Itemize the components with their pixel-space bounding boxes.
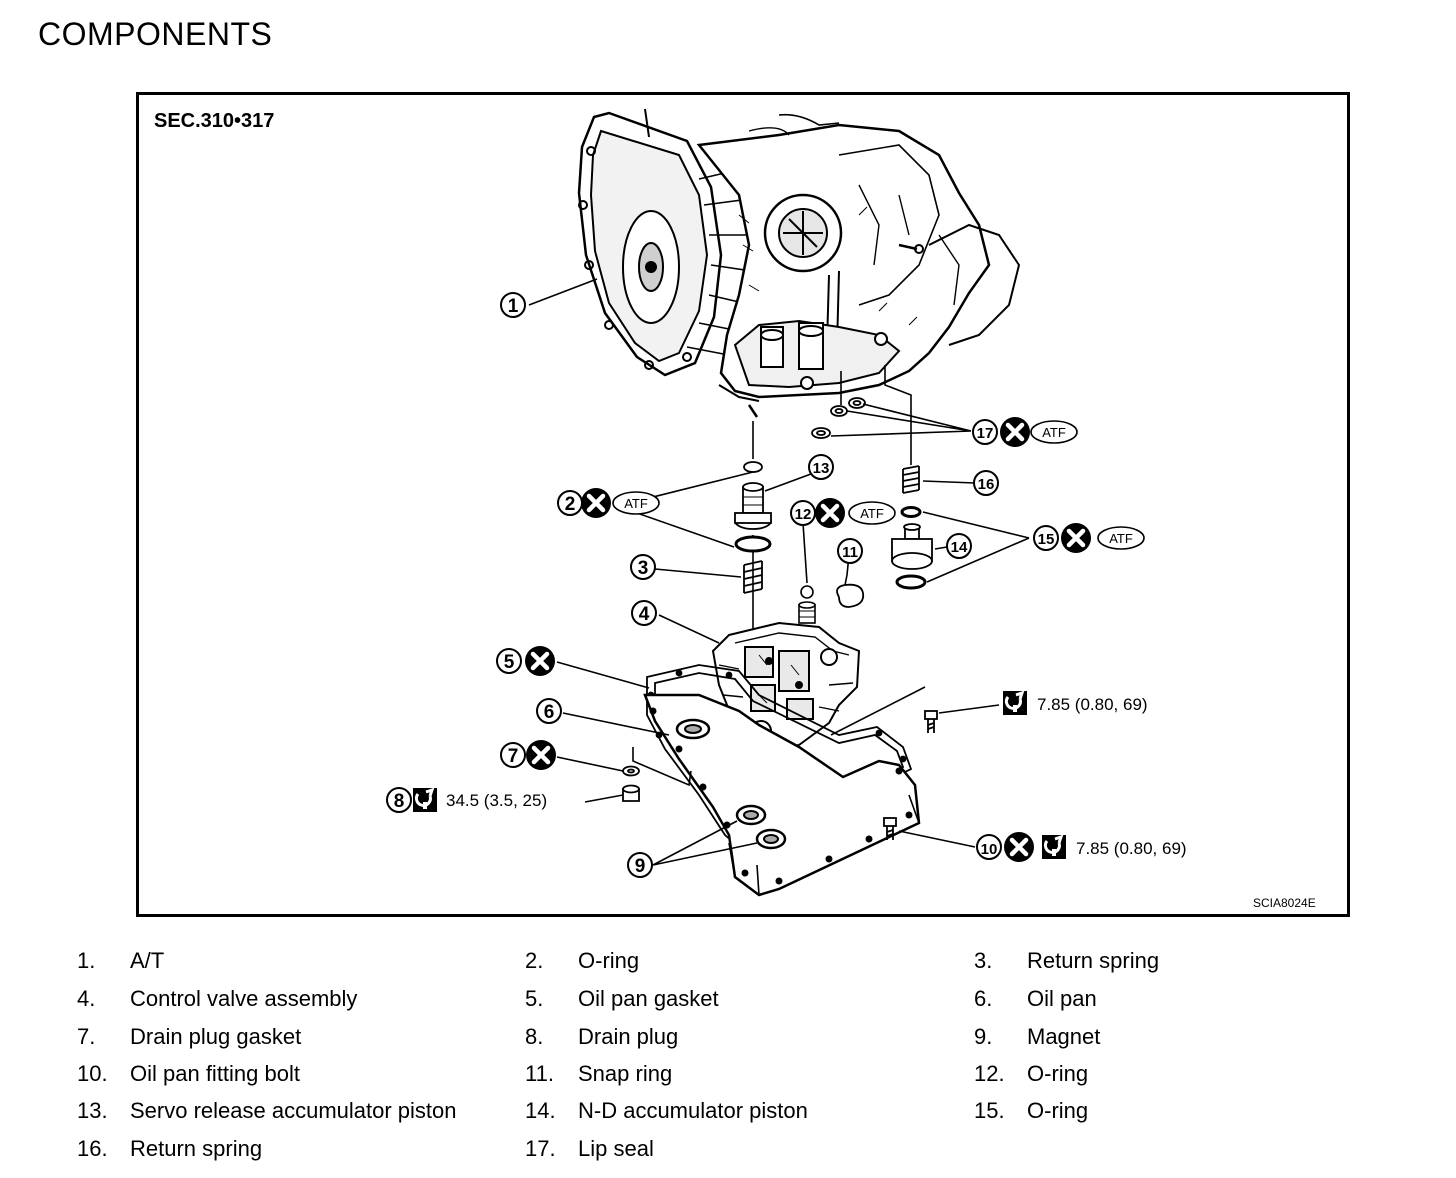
figure-code: SCIA8024E: [1253, 896, 1316, 910]
callout-8: 8: [386, 787, 412, 813]
svg-text:10: 10: [981, 841, 998, 858]
servo-piston: [734, 461, 772, 553]
svg-text:17: 17: [977, 425, 994, 442]
callout-12: 12: [790, 500, 816, 526]
lip-seals: [811, 397, 866, 439]
not-reusable-icon-15: [1061, 523, 1091, 553]
svg-text:8: 8: [394, 791, 405, 812]
callout-7: 7: [500, 742, 526, 768]
svg-text:6: 6: [544, 702, 555, 723]
torque-wrench-icon: [1001, 689, 1029, 717]
svg-text:3: 3: [638, 558, 649, 579]
nd-piston: [891, 506, 933, 590]
parts-legend: 1.A/T 2.O-ring 3.Return spring 4.Control…: [77, 948, 1160, 1161]
torque-right-bolt: 7.85 (0.80, 69): [1001, 689, 1148, 717]
atf-label-2: ATF: [612, 491, 660, 515]
atf-label-17: ATF: [1030, 420, 1078, 444]
not-reusable-icon-17: [1000, 417, 1030, 447]
atf-label-15: ATF: [1097, 526, 1145, 550]
svg-text:2: 2: [565, 494, 576, 515]
drain-plug-parts: [622, 765, 640, 802]
svg-text:7.85 (0.80, 69): 7.85 (0.80, 69): [1037, 695, 1148, 714]
svg-text:ATF: ATF: [860, 506, 884, 521]
return-spring-3: [743, 560, 763, 594]
torque-wrench-icon: [411, 786, 439, 814]
exploded-diagram: SEC.310•317 SCIA8024E: [136, 92, 1350, 917]
oring-12-snapring-11: [798, 583, 865, 624]
page-title: COMPONENTS: [38, 16, 273, 52]
section-label: SEC.310•317: [154, 110, 274, 132]
callout-11: 11: [837, 538, 863, 564]
svg-text:9: 9: [635, 856, 646, 877]
svg-text:12: 12: [795, 506, 812, 523]
callout-1: 1: [500, 292, 526, 318]
atf-label-12: ATF: [848, 501, 896, 525]
svg-text:ATF: ATF: [624, 496, 648, 511]
not-reusable-icon-7: [526, 740, 556, 770]
callout-2: 2: [557, 490, 583, 516]
callout-5: 5: [496, 648, 522, 674]
oil-pan: [632, 693, 921, 897]
callout-13: 13: [808, 454, 834, 480]
callout-10: 10: [976, 834, 1002, 860]
not-reusable-icon-2: [581, 488, 611, 518]
torque-drain-plug: 34.5 (3.5, 25): [411, 786, 547, 814]
not-reusable-icon-5: [525, 646, 555, 676]
svg-text:7: 7: [508, 746, 519, 767]
svg-text:14: 14: [951, 539, 968, 556]
svg-text:ATF: ATF: [1042, 425, 1066, 440]
svg-text:ATF: ATF: [1109, 531, 1133, 546]
callout-14: 14: [946, 533, 972, 559]
torque-wrench-icon: [1040, 833, 1068, 861]
svg-text:34.5 (3.5, 25): 34.5 (3.5, 25): [446, 791, 547, 810]
svg-text:16: 16: [978, 476, 995, 493]
svg-text:7.85 (0.80, 69): 7.85 (0.80, 69): [1076, 839, 1187, 858]
svg-text:15: 15: [1038, 531, 1055, 548]
callout-4: 4: [631, 600, 657, 626]
not-reusable-icon-12: [815, 498, 845, 528]
callout-15: 15: [1033, 525, 1059, 551]
svg-text:11: 11: [842, 544, 858, 561]
callout-16: 16: [973, 470, 999, 496]
not-reusable-icon-10: [1004, 832, 1034, 862]
diagram-canvas: SEC.310•317 SCIA8024E: [154, 108, 1316, 910]
bolts: [883, 710, 938, 840]
svg-text:5: 5: [504, 652, 515, 673]
callout-17: 17: [972, 419, 998, 445]
svg-text:13: 13: [813, 460, 830, 477]
return-spring-16: [902, 465, 920, 494]
torque-fitting-bolt: 7.85 (0.80, 69): [1040, 833, 1187, 861]
callout-9: 9: [627, 852, 653, 878]
callouts: 1 2 3 4 5 6 7 8 9 10 11 12 13 14 15 16 1…: [386, 292, 1059, 878]
svg-text:4: 4: [639, 604, 650, 625]
transaxle-drawing: [577, 108, 1021, 418]
callout-3: 3: [630, 554, 656, 580]
svg-text:1: 1: [508, 296, 519, 317]
torque-specs: 34.5 (3.5, 25) 7.85 (0.80, 69) 7.85 (0.8…: [411, 689, 1187, 861]
callout-6: 6: [536, 698, 562, 724]
atf-marks: ATF ATF ATF ATF: [612, 420, 1145, 550]
